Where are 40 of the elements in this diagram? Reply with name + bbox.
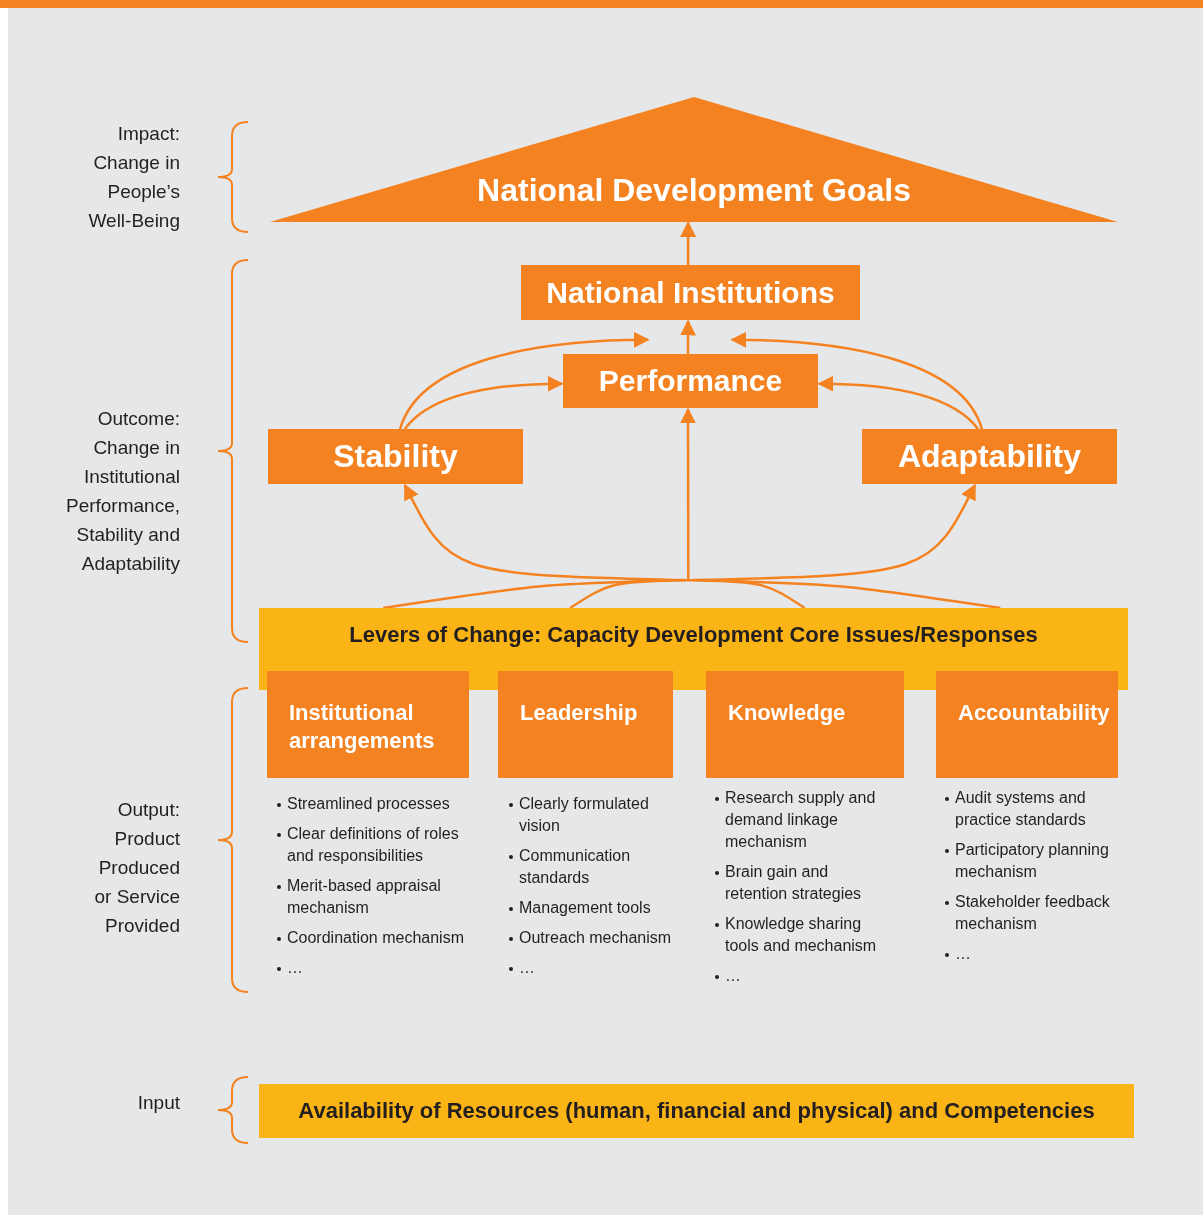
bullet-item: … xyxy=(944,943,1129,965)
banner-bar: Availability of Resources (human, financial and physical) and Competencies xyxy=(259,1084,1134,1138)
process-box: Adaptability xyxy=(862,429,1117,484)
arrow xyxy=(691,483,1002,610)
arrow xyxy=(730,332,984,430)
level-label: Impact: Change in People’s Well-Being xyxy=(87,122,180,233)
bullet-item: Outreach mechanism xyxy=(508,927,673,949)
bullet-item: Knowledge sharing tools and mechanism xyxy=(714,913,894,957)
level-label: Input xyxy=(136,1090,180,1115)
goal-heading: National Development Goals xyxy=(477,172,911,209)
level-label: Outcome: Change in Institutional Performance, Stability and Adaptability xyxy=(64,407,180,576)
bullet-item: Brain gain and retention strategies xyxy=(714,861,894,905)
arrow xyxy=(817,375,979,430)
bullet-item: Coordination mechanism xyxy=(276,927,476,949)
bullet-item: Clearly formulated vision xyxy=(508,793,673,837)
bullet-item: … xyxy=(714,965,894,987)
process-box: Leadership xyxy=(498,671,673,778)
arrow xyxy=(568,407,806,610)
level-label: Output: Product Produced or Service Provided xyxy=(93,797,180,938)
arrow xyxy=(680,221,697,265)
process-box: Accountability xyxy=(936,671,1118,778)
bullet-item: Streamlined processes xyxy=(276,793,476,815)
process-box: Stability xyxy=(268,429,523,484)
bullet-item: … xyxy=(508,957,673,979)
arrow xyxy=(398,332,650,430)
bullet-item: Communication standards xyxy=(508,845,673,889)
bullet-item: Participatory planning mechanism xyxy=(944,839,1129,883)
bullet-item: Research supply and demand linkage mechanism xyxy=(714,787,894,853)
process-box: Performance xyxy=(563,354,818,408)
bullet-item: … xyxy=(276,957,476,979)
process-box: National Institutions xyxy=(521,265,860,320)
bullet-item: Audit systems and practice standards xyxy=(944,787,1129,831)
arrow xyxy=(403,375,564,430)
arrow xyxy=(680,319,697,354)
bullet-item: Merit-based appraisal mechanism xyxy=(276,875,476,919)
process-box: Knowledge xyxy=(706,671,904,778)
bullet-item: Management tools xyxy=(508,897,673,919)
bullet-item: Clear definitions of roles and responsibilities xyxy=(276,823,476,867)
process-box: Institutional arrangements xyxy=(267,671,469,778)
bullet-item: Stakeholder feedback mechanism xyxy=(944,891,1129,935)
